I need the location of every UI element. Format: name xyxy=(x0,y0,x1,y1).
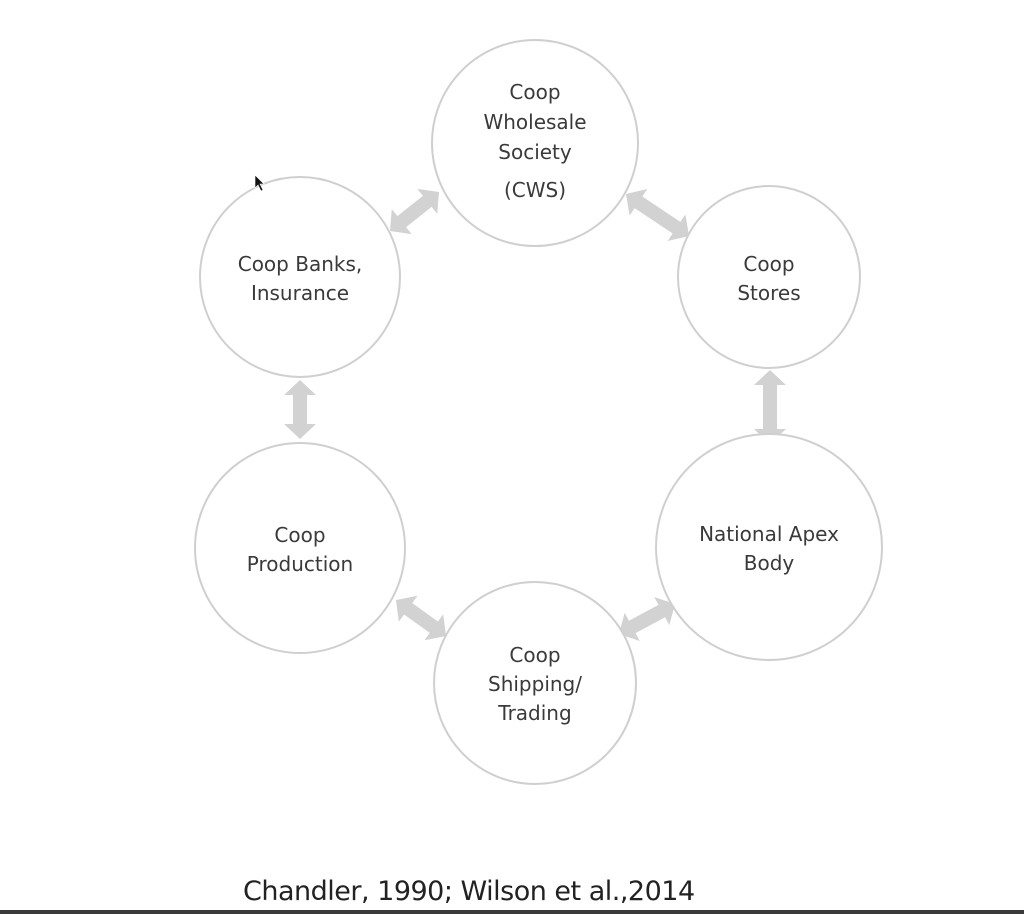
node-label-line: Shipping/ xyxy=(488,672,582,696)
node-circle xyxy=(433,581,637,785)
double-arrow-icon xyxy=(754,370,786,444)
node-label-line: Trading xyxy=(497,701,571,725)
double-arrow-icon xyxy=(390,188,440,235)
node-label-line: Society xyxy=(498,140,572,164)
node-circle xyxy=(655,433,883,661)
node-circle xyxy=(677,185,861,369)
node-label-line: Coop Banks, xyxy=(238,252,363,276)
node-label-line: (CWS) xyxy=(504,178,566,202)
node-circle xyxy=(431,39,639,247)
node-label-line: Stores xyxy=(737,281,800,305)
node-label-line: Coop xyxy=(743,252,794,276)
node-label-line: Production xyxy=(247,552,353,576)
node-circle xyxy=(194,442,406,654)
double-arrow-icon xyxy=(619,596,675,642)
bottom-border xyxy=(0,910,1024,914)
node-circle xyxy=(199,176,401,378)
node-label-line: Insurance xyxy=(251,281,349,305)
double-arrow-icon xyxy=(284,380,316,439)
node-label-line: Coop xyxy=(509,80,560,104)
node-label-line: Coop xyxy=(274,523,325,547)
node-label-line: Body xyxy=(744,551,795,575)
node-banks: Coop Banks, Insurance xyxy=(199,176,401,378)
node-label-line: National Apex xyxy=(699,522,839,546)
double-arrow-icon xyxy=(396,595,447,641)
node-label-line: Coop xyxy=(509,643,560,667)
double-arrow-icon xyxy=(626,189,690,241)
citation: Chandler, 1990; Wilson et al.,2014 xyxy=(243,876,695,907)
node-label-line: Wholesale xyxy=(483,110,586,134)
mouse-cursor-icon xyxy=(254,174,265,192)
